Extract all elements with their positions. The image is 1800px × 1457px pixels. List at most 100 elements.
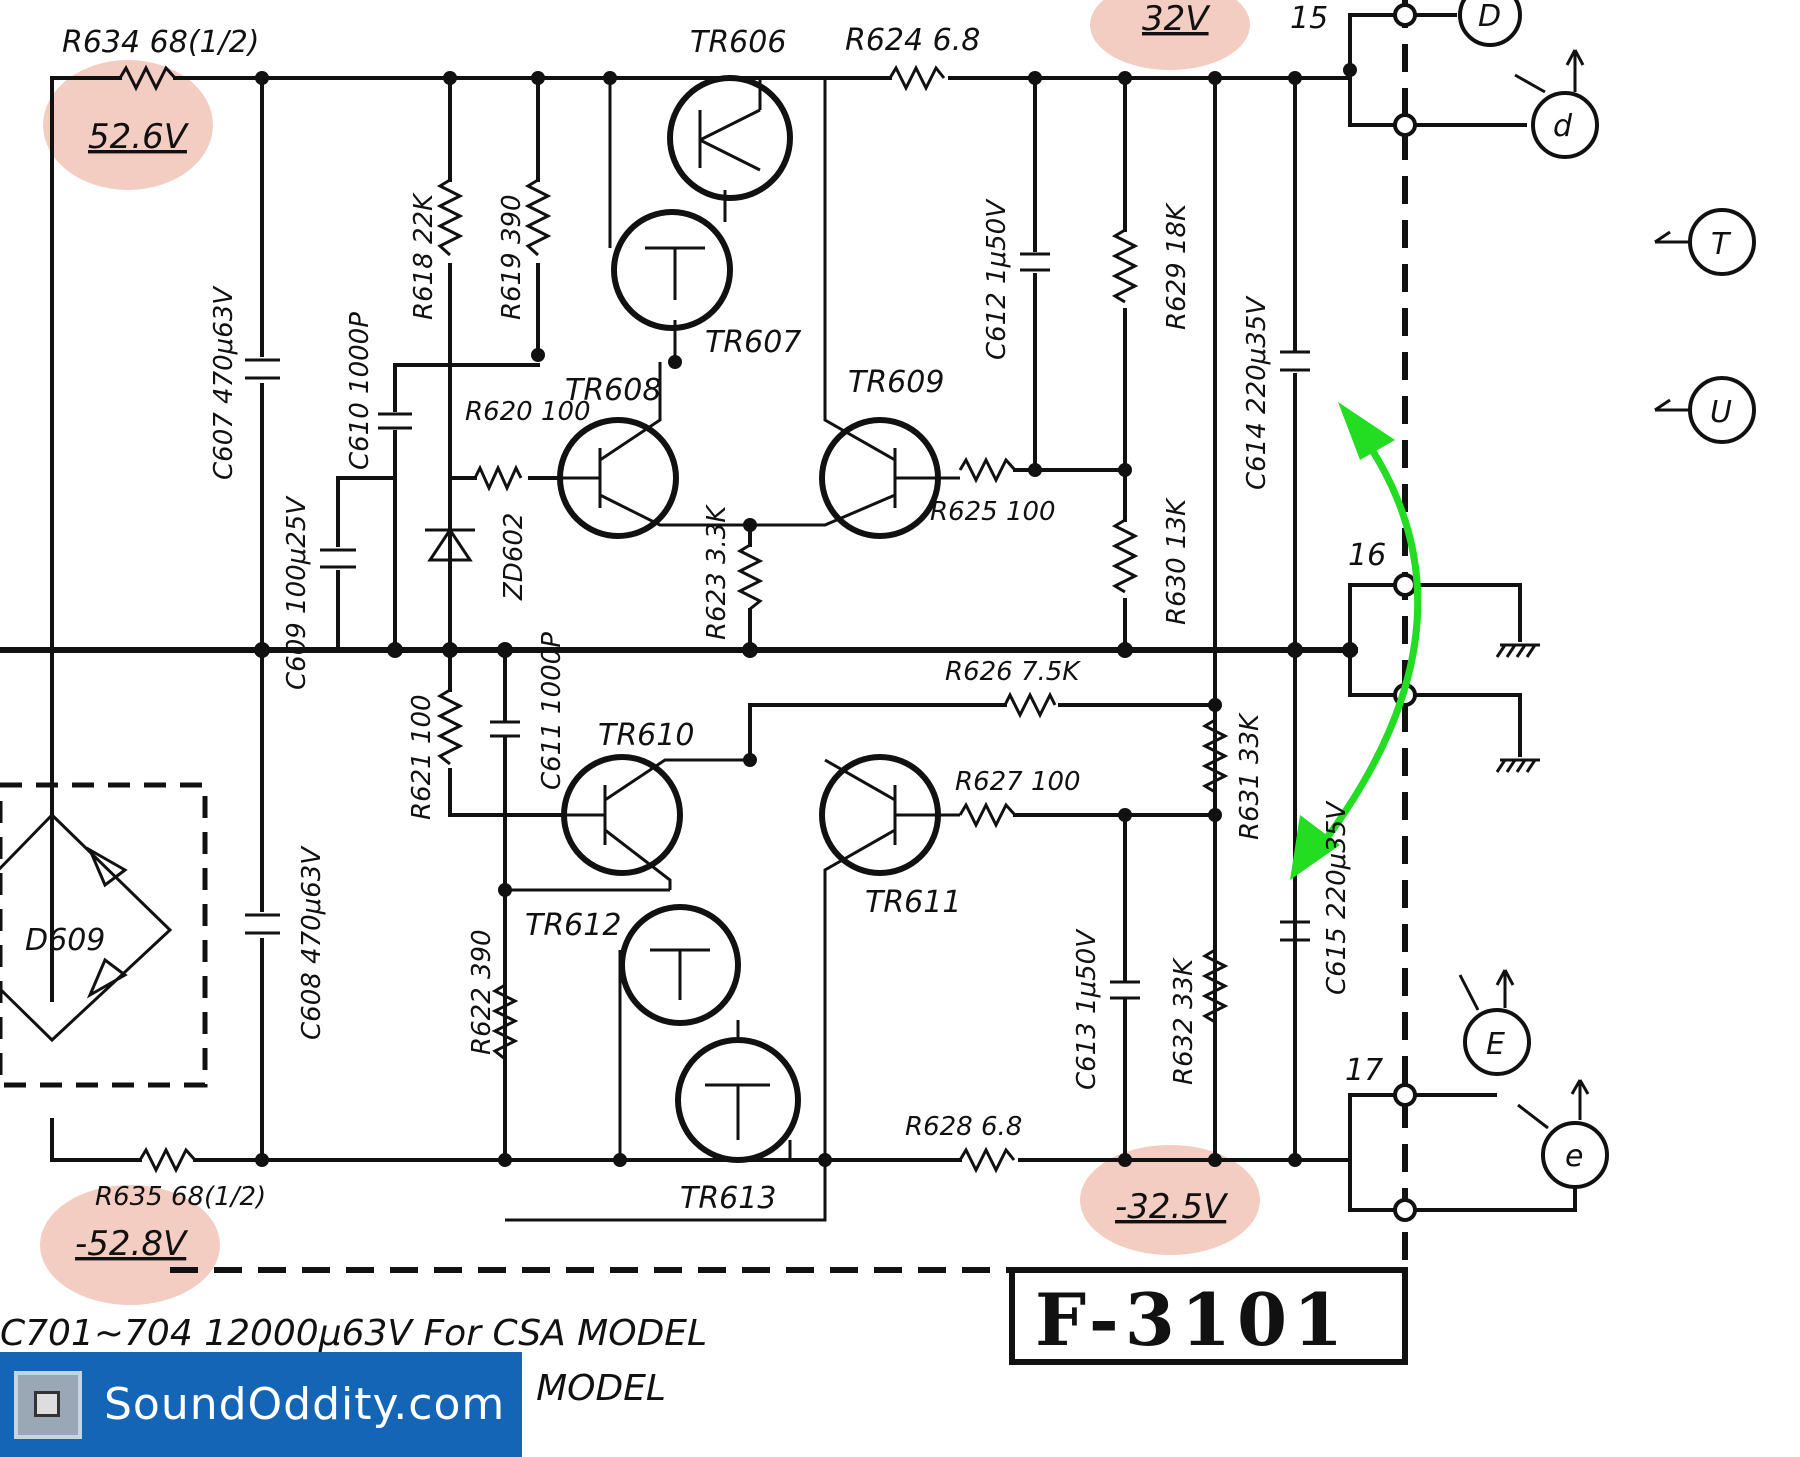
r629-zigzag <box>1111 228 1139 304</box>
tr610-leads <box>505 758 750 892</box>
voltage-pos-raw: 52.6V <box>88 117 190 157</box>
highlight-pos-raw <box>43 60 213 190</box>
c610-wire <box>393 363 540 652</box>
c610-label: C610 1000P <box>345 312 375 470</box>
r632-label: R632 33K <box>1169 957 1199 1085</box>
r624-label: R624 6.8 <box>845 23 980 58</box>
r634-label: R634 68(1/2) <box>62 25 260 60</box>
terminal-15-top-node <box>1393 3 1417 27</box>
note-line-1: C701~704 12000μ63V For CSA MODEL <box>0 1313 707 1354</box>
r626-zigzag <box>1003 691 1057 719</box>
tr607-leads <box>608 78 705 362</box>
r626-label: R626 7.5K <box>945 657 1081 687</box>
r630-zigzag <box>1111 518 1139 594</box>
r622-zigzag <box>491 983 519 1061</box>
r624-zigzag <box>888 64 946 92</box>
tr609-leads <box>750 78 960 527</box>
tr609-label: TR609 <box>848 365 944 400</box>
model-label: F-3101 <box>1035 1277 1349 1362</box>
r626-wire <box>748 703 1217 762</box>
connector-d-label: d <box>1553 109 1573 144</box>
tr608-label: TR608 <box>565 373 661 408</box>
terminal-15-label: 15 <box>1290 1 1328 36</box>
connector-arrows <box>1458 49 1690 1130</box>
r632-zigzag <box>1201 948 1229 1024</box>
green-arrowhead-top <box>1338 402 1395 460</box>
ground-leads <box>1413 583 1522 757</box>
tr612-leads <box>618 948 710 1160</box>
highlight-neg-reg <box>1080 1145 1260 1255</box>
tr607-label: TR607 <box>705 325 801 360</box>
tr613-leads <box>505 1020 827 1222</box>
terminal-15-bracket <box>1348 13 1407 127</box>
zd602-label: ZD602 <box>499 513 529 601</box>
r623-zigzag <box>736 543 764 611</box>
ground-symbol-1 <box>1495 643 1540 658</box>
r630-label: R630 13K <box>1162 497 1192 625</box>
tr606-leads <box>698 78 762 222</box>
tr606-symbol <box>667 75 793 201</box>
c615-plates <box>1280 920 1310 942</box>
tr611-leads <box>823 758 960 1160</box>
output-leads <box>1413 13 1577 1212</box>
green-arrowhead-bottom <box>1290 815 1340 880</box>
connector-E-label: E <box>1486 1027 1505 1062</box>
junction-dots <box>254 63 1358 1167</box>
c615-label: C615 220μ35V <box>1322 800 1352 995</box>
d609-bridge <box>0 812 173 1043</box>
r635-zigzag <box>138 1146 197 1174</box>
brand-text: SoundOddity.com <box>104 1379 506 1430</box>
r627-zigzag <box>958 801 1017 829</box>
r618-zigzag <box>436 178 464 257</box>
ground-symbol-2 <box>1495 758 1540 773</box>
c611-plates <box>490 720 520 738</box>
terminal-17-bracket <box>1348 1093 1407 1212</box>
connector-e-circle <box>1541 1121 1609 1189</box>
highlight-pos-reg <box>1090 0 1250 70</box>
r635-label: R635 68(1/2) <box>95 1182 266 1212</box>
tr606-label: TR606 <box>690 25 786 60</box>
r625-zigzag <box>958 456 1017 484</box>
c614-column <box>1213 76 1297 1162</box>
c609-wire <box>336 476 397 652</box>
c611-label: C611 1000P <box>537 632 567 790</box>
c613-label: C613 1μ50V <box>1072 928 1102 1090</box>
green-arrow-curve <box>1307 422 1422 863</box>
r621-label: R621 100 <box>407 694 437 820</box>
r623-label: R623 3.3K <box>702 504 732 640</box>
c608-label: C608 470μ63V <box>297 845 327 1040</box>
r625-label: R625 100 <box>930 497 1056 527</box>
tr608-leads <box>560 362 750 527</box>
c613-plates <box>1110 980 1140 1000</box>
terminal-17-label: 17 <box>1345 1053 1383 1088</box>
zd602-symbol <box>425 527 475 562</box>
connector-E-circle <box>1463 1008 1531 1076</box>
c607-plates <box>245 358 280 380</box>
r629-label: R629 18K <box>1162 202 1192 330</box>
r620-label: R620 100 <box>465 397 591 427</box>
tr612-label: TR612 <box>525 908 621 943</box>
connector-T-label: T <box>1711 227 1732 262</box>
highlight-neg-raw <box>40 1185 220 1305</box>
connector-d-circle <box>1531 91 1599 159</box>
r619-zigzag <box>524 178 552 257</box>
note-line-2: A MODEL <box>498 1368 666 1409</box>
voltage-pos-reg: 32V <box>1142 0 1211 39</box>
terminal-16-top-node <box>1393 573 1417 597</box>
tr610-label: TR610 <box>598 718 694 753</box>
d609-diode-marks <box>86 846 128 999</box>
tr607-symbol <box>611 209 733 331</box>
r628-zigzag <box>958 1146 1016 1174</box>
r628-label: R628 6.8 <box>905 1112 1022 1142</box>
tr611-label: TR611 <box>865 885 961 920</box>
terminal-16-bracket <box>1348 583 1407 697</box>
r631-zigzag <box>1201 718 1229 794</box>
c607-label: C607 470μ63V <box>209 285 239 480</box>
connector-e-label: e <box>1565 1139 1583 1174</box>
r619-label: R619 390 <box>497 194 527 320</box>
c609-plates <box>320 548 356 569</box>
voltage-neg-raw: -52.8V <box>75 1224 189 1264</box>
r620-zigzag <box>473 464 523 492</box>
tr613-label: TR613 <box>680 1181 776 1216</box>
terminal-17-top-node <box>1393 1083 1417 1107</box>
